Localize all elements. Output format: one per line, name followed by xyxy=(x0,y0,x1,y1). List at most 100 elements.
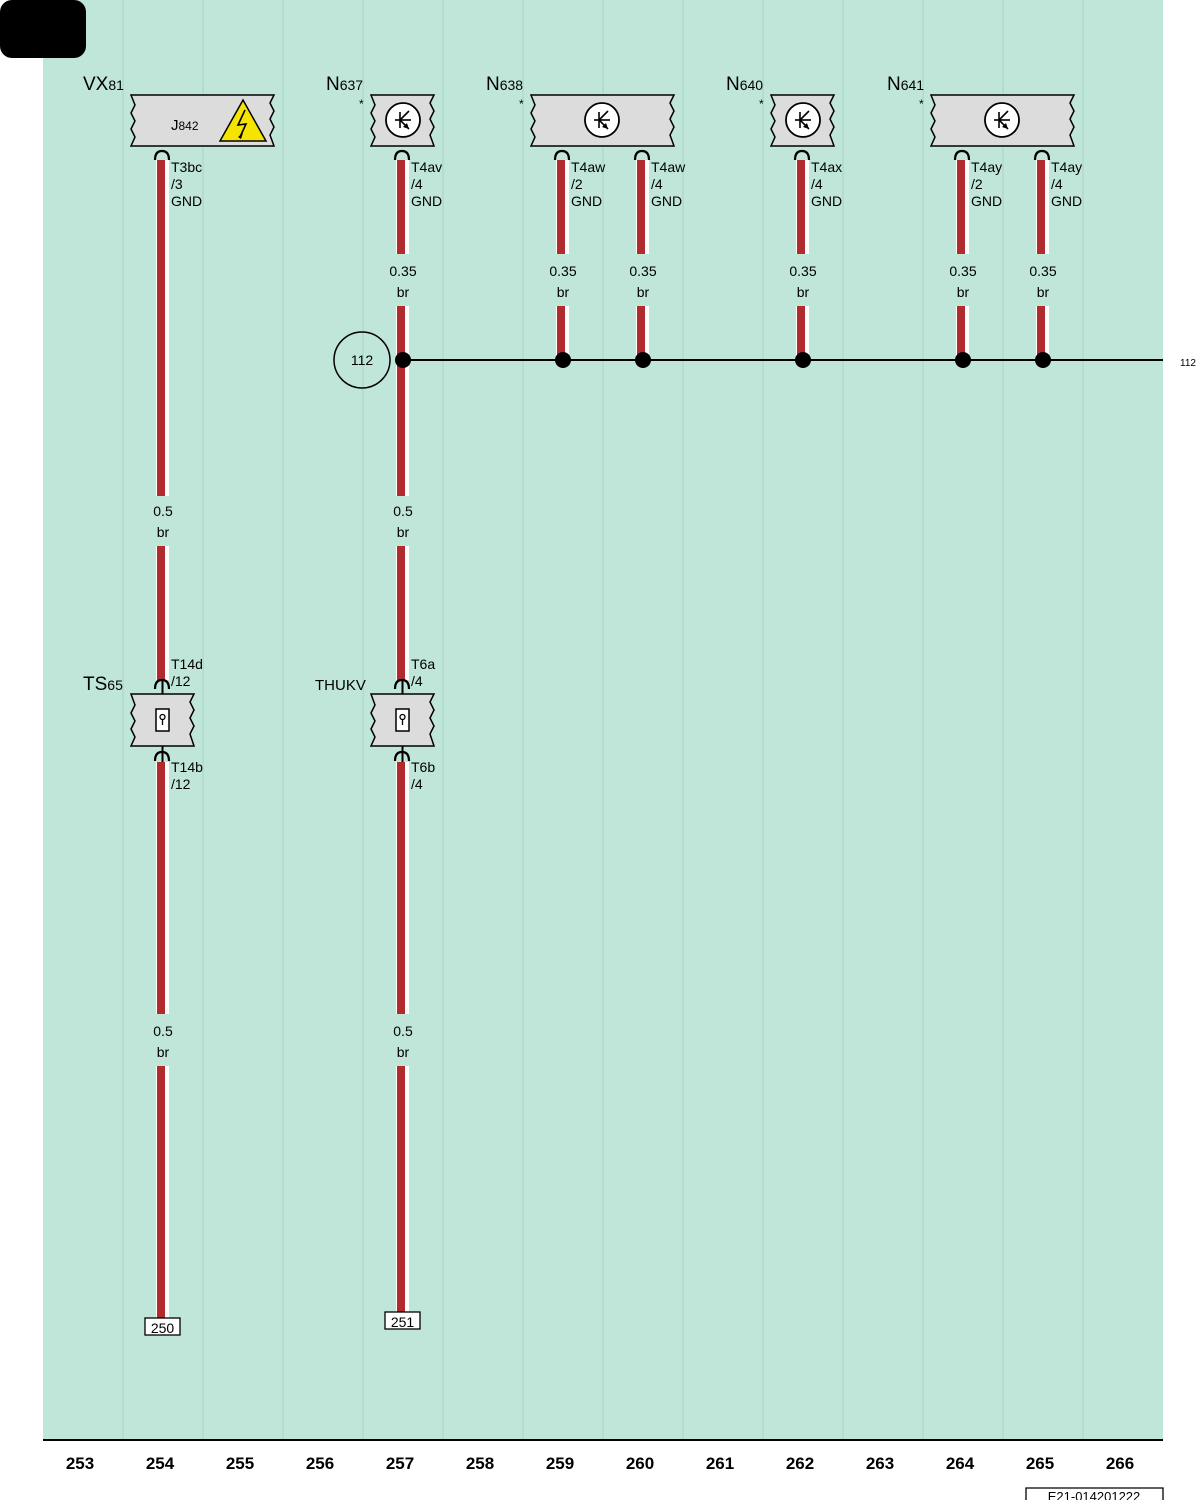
wire-color-label: br xyxy=(157,524,170,540)
pin-label: GND xyxy=(171,193,202,209)
pin-label: /3 xyxy=(171,176,183,192)
wire-254 xyxy=(156,160,169,1318)
junction-continuation-label: 112 xyxy=(1180,358,1196,369)
valve-symbol-icon xyxy=(584,102,620,138)
pin-label: /4 xyxy=(651,176,663,192)
wire-color-label: br xyxy=(557,284,570,300)
connector-label-ts65: TS65 xyxy=(83,674,123,695)
pin-label: T4av xyxy=(411,159,442,175)
wire-size-label: 0.5 xyxy=(393,503,413,519)
component-n638[interactable] xyxy=(529,94,676,147)
svg-text:E21-014201222: E21-014201222 xyxy=(1048,1489,1141,1500)
wire-size-label: 0.35 xyxy=(549,263,576,279)
column-number: 261 xyxy=(706,1454,734,1473)
pin-label: GND xyxy=(971,193,1002,209)
column-number: 258 xyxy=(466,1454,494,1473)
component-inner-label: J842 xyxy=(171,117,199,134)
column-numbers: 253 254 255 256 257 258 259 260 261 262 … xyxy=(66,1454,1134,1473)
wire-size-label: 0.35 xyxy=(629,263,656,279)
document-code: E21-014201222 xyxy=(1025,1487,1164,1500)
wire-262 xyxy=(796,160,809,360)
pin-label: GND xyxy=(1051,193,1082,209)
component-n637[interactable] xyxy=(369,94,436,147)
wire-259 xyxy=(556,160,569,360)
component-label-n638: N638 xyxy=(486,74,523,95)
pin-label: T4aw xyxy=(651,159,686,175)
wire-size-label: 0.35 xyxy=(389,263,416,279)
wire-size-label: 0.5 xyxy=(153,503,173,519)
wire-size-label: 0.35 xyxy=(789,263,816,279)
column-number: 263 xyxy=(866,1454,894,1473)
wire-size-label: 0.5 xyxy=(153,1023,173,1039)
wire-color-label: br xyxy=(1037,284,1050,300)
column-number: 265 xyxy=(1026,1454,1054,1473)
pin-label: T4ay xyxy=(1051,159,1082,175)
pin-label: T3bc xyxy=(171,159,202,175)
pin-label: /12 xyxy=(171,776,191,792)
wire-color-label: br xyxy=(397,1044,410,1060)
component-label-n641: N641 xyxy=(887,74,924,95)
pin-label: GND xyxy=(571,193,602,209)
pin-label: T6a xyxy=(411,656,435,672)
pin-label: T4ax xyxy=(811,159,842,175)
column-number: 260 xyxy=(626,1454,654,1473)
wire-size-label: 0.5 xyxy=(393,1023,413,1039)
component-n640[interactable] xyxy=(769,94,836,147)
reference-box-251[interactable]: 251 xyxy=(384,1311,421,1330)
junction-dot xyxy=(555,352,571,368)
optional-marker: * xyxy=(359,97,364,111)
wire-color-label: br xyxy=(637,284,650,300)
pin-label: T14d xyxy=(171,656,203,672)
pin-label: GND xyxy=(651,193,682,209)
reference-box-250[interactable]: 250 xyxy=(144,1317,181,1336)
column-number: 255 xyxy=(226,1454,254,1473)
pin-label: GND xyxy=(411,193,442,209)
wire-size-label: 0.35 xyxy=(1029,263,1056,279)
column-number: 254 xyxy=(146,1454,175,1473)
wire-labels: 0.35 br 0.35 br 0.35 br 0.35 br 0.35 br … xyxy=(153,263,1057,1060)
component-label-n640: N640 xyxy=(726,74,763,95)
wire-color-label: br xyxy=(397,524,410,540)
pin-label: /4 xyxy=(411,776,423,792)
connector-plug-icon xyxy=(155,708,170,732)
pin-label: /4 xyxy=(411,176,423,192)
component-vx81[interactable]: J842 xyxy=(129,94,276,147)
wire-264 xyxy=(956,160,969,360)
pin-label: /12 xyxy=(171,673,191,689)
wire-265 xyxy=(1036,160,1049,360)
pin-label: /2 xyxy=(571,176,583,192)
junction-label: 112 xyxy=(351,352,374,368)
wire-color-label: br xyxy=(397,284,410,300)
valve-symbol-icon xyxy=(785,102,821,138)
valve-symbol-icon xyxy=(385,102,421,138)
connector-thukv[interactable] xyxy=(369,678,436,762)
valve-symbol-icon xyxy=(984,102,1020,138)
junction-dot xyxy=(1035,352,1051,368)
wires xyxy=(156,160,1049,1318)
wire-260 xyxy=(636,160,649,360)
pin-label: T6b xyxy=(411,759,435,775)
pin-label: GND xyxy=(811,193,842,209)
column-number: 262 xyxy=(786,1454,814,1473)
column-number: 253 xyxy=(66,1454,94,1473)
junction-dot xyxy=(395,352,411,368)
page-header-block xyxy=(0,0,86,58)
column-number: 257 xyxy=(386,1454,414,1473)
component-n641[interactable] xyxy=(929,94,1076,147)
connector-label-thukv: THUKV xyxy=(315,677,366,694)
junction-circle xyxy=(333,331,391,389)
column-number: 264 xyxy=(946,1454,975,1473)
pin-hooks-top xyxy=(153,149,1051,161)
pin-labels-connectors: T14d /12 T14b /12 T6a /4 T6b /4 xyxy=(171,656,435,792)
column-number: 259 xyxy=(546,1454,574,1473)
column-grid xyxy=(122,0,1084,1440)
wire-size-label: 0.35 xyxy=(949,263,976,279)
component-label-vx81: VX81 xyxy=(83,74,124,95)
connector-ts65[interactable] xyxy=(129,678,196,762)
svg-text:250: 250 xyxy=(151,1320,175,1336)
pin-label: T14b xyxy=(171,759,203,775)
svg-text:251: 251 xyxy=(391,1314,415,1330)
pin-label: /4 xyxy=(411,673,423,689)
pin-labels-top: T3bc /3 GND T4av /4 GND T4aw /2 GND T4aw… xyxy=(171,159,1082,209)
connector-plug-icon xyxy=(395,708,410,732)
